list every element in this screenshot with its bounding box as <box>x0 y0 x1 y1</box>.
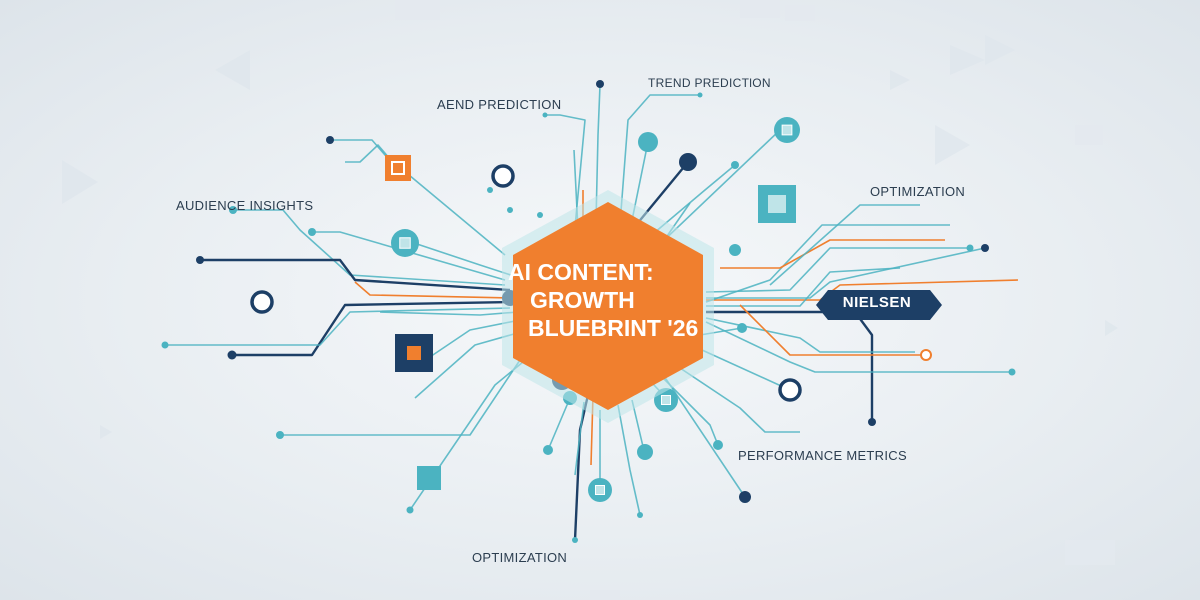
connector-line <box>574 401 585 476</box>
node-dot <box>739 491 751 503</box>
node-dot <box>572 537 578 543</box>
label-optimization-right: OPTIMIZATION <box>870 184 966 199</box>
node-circle <box>638 132 658 152</box>
node-square-teal <box>417 466 441 490</box>
connector-line <box>706 310 874 422</box>
connector-line <box>200 258 511 292</box>
node-dot <box>1008 368 1016 376</box>
bg-rect <box>1075 125 1103 145</box>
node-dot <box>326 136 334 144</box>
label-trend-prediction-top: TREND PREDICTlON <box>648 76 771 90</box>
connector-line <box>379 311 519 316</box>
bg-rect <box>1065 540 1115 565</box>
node-inner-square <box>781 124 793 136</box>
connector-line <box>232 300 511 357</box>
connector-line <box>617 94 700 251</box>
bg-triangle <box>62 160 98 204</box>
bg-triangle <box>935 125 970 165</box>
node-dot <box>981 244 989 252</box>
node-ring <box>250 290 274 314</box>
connector-line <box>739 304 925 356</box>
connector-line <box>705 321 1012 373</box>
hub-title-line2: GROWTH <box>530 287 635 313</box>
node-ring <box>491 164 515 188</box>
bg-triangle <box>985 35 1015 65</box>
connector-line <box>165 307 511 346</box>
node-dot <box>596 80 604 88</box>
nielsen-badge-label: NIELSEN <box>842 294 912 311</box>
node-dot <box>637 512 643 518</box>
bg-triangle <box>950 45 985 75</box>
node-dot <box>737 323 747 333</box>
connector-line <box>312 231 506 281</box>
node-dot <box>868 418 876 426</box>
node-dot <box>729 244 741 256</box>
node-ring <box>778 378 802 402</box>
node-ring <box>920 349 932 361</box>
node-dot <box>196 256 204 264</box>
label-performance-metrics: PERFORMANCE METRICS <box>738 448 907 463</box>
nielsen-badge-bg <box>816 290 942 320</box>
bg-triangle <box>1105 320 1118 336</box>
node-dot <box>308 228 316 236</box>
node-circle <box>679 153 697 171</box>
connector-line <box>545 114 586 271</box>
hexagon-shape <box>513 202 703 410</box>
connector-line <box>547 397 571 451</box>
connector-line <box>667 359 800 433</box>
background-shapes <box>62 0 1118 600</box>
node-dot <box>966 244 974 252</box>
node-square-core <box>407 346 421 360</box>
node-inner-square <box>661 395 671 405</box>
node-circle <box>637 444 653 460</box>
label-optimization-bottom: OPTIMIZATION <box>472 550 568 565</box>
connector-line <box>280 344 531 436</box>
node-square-inner <box>768 195 786 213</box>
bg-rect <box>785 5 815 21</box>
node-dot <box>537 212 543 218</box>
connector-line <box>354 281 511 299</box>
bg-rect <box>740 0 780 18</box>
node-dot <box>161 341 169 349</box>
connector-line <box>706 247 986 299</box>
bg-triangle <box>100 425 112 439</box>
node-dot <box>229 206 237 214</box>
node-dot <box>697 92 703 98</box>
connector-line <box>705 224 950 303</box>
node-dot <box>713 440 723 450</box>
node-dot <box>406 506 414 514</box>
bg-rect <box>590 590 620 600</box>
bg-triangle <box>215 50 250 90</box>
label-audience-insights: AUDIENCE INSIGHTS <box>176 198 314 213</box>
connector-line <box>617 404 641 516</box>
node-dot <box>542 112 548 118</box>
hub-title-line1: AI CONTENT: <box>508 259 654 285</box>
node-dot <box>487 187 493 193</box>
node-dot <box>227 350 237 360</box>
node-dot <box>276 431 284 439</box>
connector-line <box>706 267 901 307</box>
node-dot <box>543 445 553 455</box>
node-dot <box>507 207 513 213</box>
connector-line <box>705 317 915 353</box>
bg-triangle <box>890 70 910 90</box>
connector-line <box>330 139 506 256</box>
node-square-core <box>393 163 403 173</box>
connector-line <box>659 369 746 498</box>
hub-title: AI CONTENT: GROWTH BLUEBRINT '26 <box>508 258 708 342</box>
node-dot <box>731 161 739 169</box>
node-inner-square <box>595 485 605 495</box>
hub-title-line3: BLUEBRINT '26 <box>528 315 699 341</box>
center-hexagon <box>502 190 714 423</box>
node-inner-square <box>399 237 411 249</box>
bg-rect <box>395 0 440 20</box>
label-trend-prediction-left: AEND PREDICTION <box>437 97 562 112</box>
connector-line <box>769 204 920 286</box>
connector-line <box>705 247 970 293</box>
nielsen-badge-shape <box>816 290 942 320</box>
connector-line <box>233 209 506 286</box>
